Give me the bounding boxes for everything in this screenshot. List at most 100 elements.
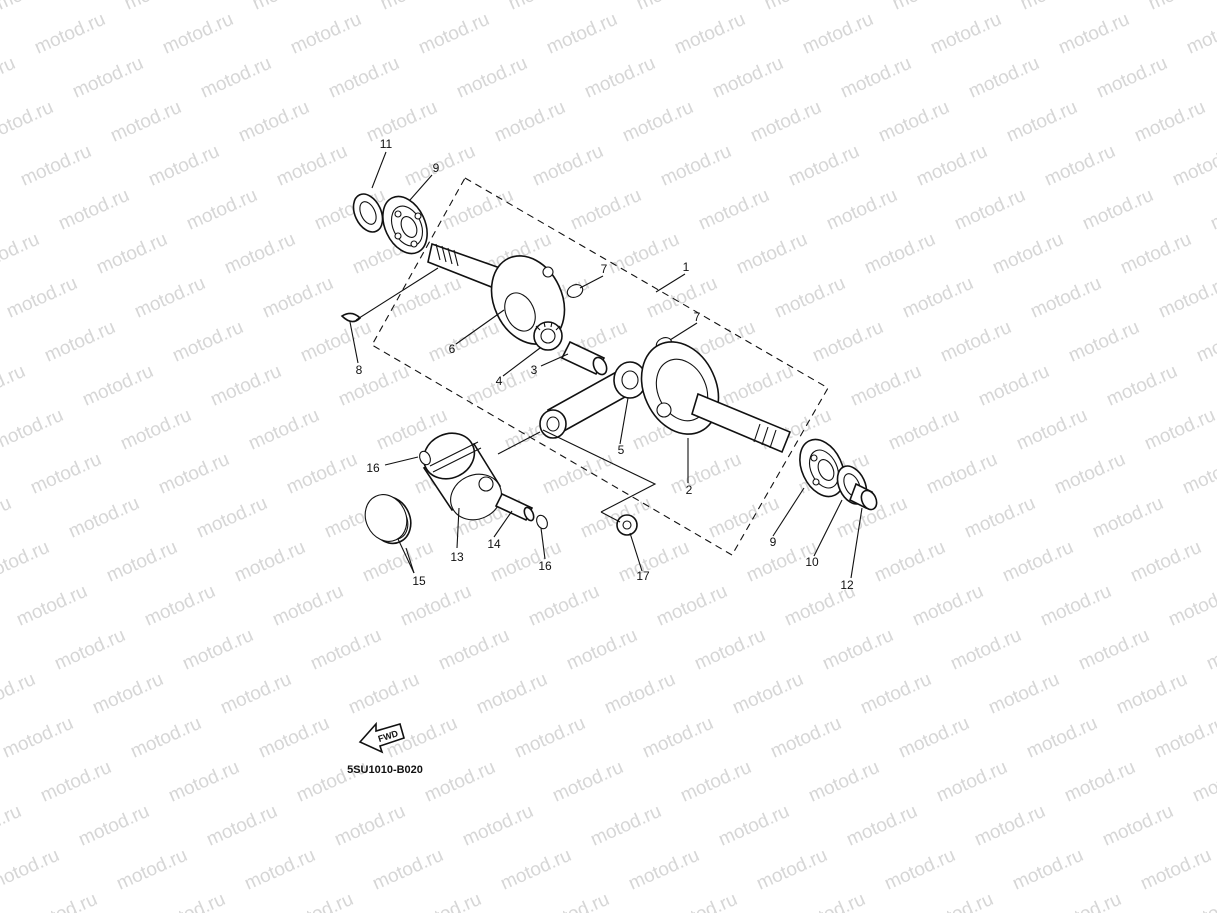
watermark-text: motod.ru bbox=[121, 0, 198, 15]
callout-7-upper: 7 bbox=[601, 262, 608, 276]
crank-pin bbox=[560, 340, 608, 376]
watermark-text: motod.ru bbox=[771, 273, 848, 323]
watermark-text: motod.ru bbox=[0, 405, 67, 455]
watermark-text: motod.ru bbox=[511, 713, 588, 763]
watermark-text: motod.ru bbox=[601, 669, 678, 719]
watermark-text: motod.ru bbox=[0, 0, 71, 15]
watermark-text: motod.ru bbox=[207, 361, 284, 411]
callout-10: 10 bbox=[805, 555, 819, 569]
watermark-text: motod.ru bbox=[747, 97, 824, 147]
watermark-text: motod.ru bbox=[639, 713, 716, 763]
callout-2: 2 bbox=[686, 483, 693, 497]
needle-bearing bbox=[533, 321, 563, 351]
watermark-text: motod.ru bbox=[217, 669, 294, 719]
watermark-text: motod.ru bbox=[3, 273, 80, 323]
circlip-upper bbox=[419, 450, 431, 466]
watermark-text: motod.ru bbox=[667, 449, 744, 499]
watermark-text: motod.ru bbox=[1113, 669, 1190, 719]
watermark-text: motod.ru bbox=[497, 845, 574, 895]
watermark-text: motod.ru bbox=[951, 185, 1028, 235]
watermark-text: motod.ru bbox=[587, 801, 664, 851]
watermark-text: motod.ru bbox=[107, 97, 184, 147]
watermark-text: motod.ru bbox=[401, 141, 478, 191]
watermark-text: motod.ru bbox=[1145, 0, 1217, 15]
watermark-text: motod.ru bbox=[563, 625, 640, 675]
watermark-text: motod.ru bbox=[103, 537, 180, 587]
watermark-text: motod.ru bbox=[823, 185, 900, 235]
piston-pin bbox=[494, 492, 535, 522]
callout-1: 1 bbox=[683, 260, 690, 274]
watermark-text: motod.ru bbox=[279, 889, 356, 913]
watermark-text: motod.ru bbox=[439, 185, 516, 235]
watermark-text: motod.ru bbox=[985, 669, 1062, 719]
watermark-text: motod.ru bbox=[131, 273, 208, 323]
watermark-text: motod.ru bbox=[505, 0, 582, 15]
watermark-text: motod.ru bbox=[0, 97, 57, 147]
watermark-text: motod.ru bbox=[235, 97, 312, 147]
watermark-text: motod.ru bbox=[1037, 581, 1114, 631]
callout-9-lower: 9 bbox=[770, 535, 777, 549]
watermark-text: motod.ru bbox=[459, 801, 536, 851]
watermark-text: motod.ru bbox=[923, 449, 1000, 499]
watermark-text: motod.ru bbox=[913, 141, 990, 191]
watermark-text: motod.ru bbox=[1183, 9, 1217, 59]
watermark-text: motod.ru bbox=[1131, 97, 1208, 147]
watermark-text: motod.ru bbox=[37, 757, 114, 807]
watermark-text: motod.ru bbox=[1155, 273, 1217, 323]
watermark-text: motod.ru bbox=[889, 0, 966, 15]
callout-4: 4 bbox=[496, 374, 503, 388]
watermark-text: motod.ru bbox=[387, 273, 464, 323]
watermark-text: motod.ru bbox=[415, 9, 492, 59]
watermark-text: motod.ru bbox=[183, 185, 260, 235]
watermark-text: motod.ru bbox=[885, 405, 962, 455]
watermark-text: motod.ru bbox=[0, 845, 63, 895]
watermark-text: motod.ru bbox=[203, 801, 280, 851]
watermark-text: motod.ru bbox=[581, 53, 658, 103]
watermark-text: motod.ru bbox=[69, 53, 146, 103]
watermark-text: motod.ru bbox=[1093, 53, 1170, 103]
watermark-text: motod.ru bbox=[729, 669, 806, 719]
watermark-text: motod.ru bbox=[41, 317, 118, 367]
watermark-text: motod.ru bbox=[1117, 229, 1194, 279]
watermark-text: motod.ru bbox=[1103, 361, 1180, 411]
bearing-right bbox=[799, 438, 845, 498]
watermark-text: motod.ru bbox=[165, 757, 242, 807]
watermark-text: motod.ru bbox=[1023, 713, 1100, 763]
callout-5: 5 bbox=[618, 443, 625, 457]
watermark-text: motod.ru bbox=[1027, 273, 1104, 323]
watermark-text: motod.ru bbox=[55, 185, 132, 235]
watermark-text: motod.ru bbox=[719, 361, 796, 411]
drawing-code: 5SU1010-B020 bbox=[347, 764, 423, 776]
watermark-text: motod.ru bbox=[117, 405, 194, 455]
watermark-text: motod.ru bbox=[1013, 405, 1090, 455]
washer-upper bbox=[566, 284, 584, 298]
watermark-text: motod.ru bbox=[947, 625, 1024, 675]
watermark-text: motod.ru bbox=[331, 801, 408, 851]
watermark-text: motod.ru bbox=[899, 273, 976, 323]
watermark-text: motod.ru bbox=[325, 53, 402, 103]
watermark-text: motod.ru bbox=[799, 9, 876, 59]
watermark-text: motod.ru bbox=[1169, 141, 1217, 191]
watermark-text: motod.ru bbox=[861, 229, 938, 279]
watermark-text: motod.ru bbox=[155, 449, 232, 499]
watermark-text: motod.ru bbox=[843, 801, 920, 851]
watermark-text: motod.ru bbox=[27, 449, 104, 499]
watermark-text: motod.ru bbox=[1041, 141, 1118, 191]
watermark-text: motod.ru bbox=[1141, 405, 1217, 455]
callout-15: 15 bbox=[412, 574, 426, 588]
watermark-text: motod.ru bbox=[17, 141, 94, 191]
watermark-text: motod.ru bbox=[633, 0, 710, 15]
watermark-text: motod.ru bbox=[0, 537, 53, 587]
watermark-text: motod.ru bbox=[0, 361, 29, 411]
callout-14: 14 bbox=[487, 537, 501, 551]
watermark-text: motod.ru bbox=[529, 141, 606, 191]
watermark-text: motod.ru bbox=[653, 581, 730, 631]
watermark-text: motod.ru bbox=[1079, 185, 1156, 235]
watermark-text: motod.ru bbox=[875, 97, 952, 147]
watermark-text: motod.ru bbox=[1151, 713, 1217, 763]
crankshaft-assembly-outline bbox=[371, 177, 829, 556]
watermark-text: motod.ru bbox=[715, 801, 792, 851]
watermark-text: motod.ru bbox=[1065, 317, 1142, 367]
